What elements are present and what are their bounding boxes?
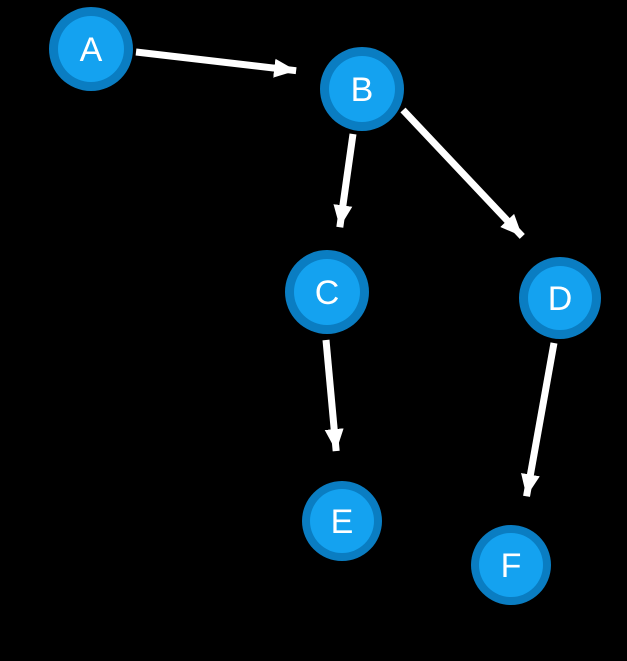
node-B[interactable]: B bbox=[320, 47, 404, 131]
edge-B-C bbox=[333, 133, 357, 228]
node-layer: A B C D E F bbox=[49, 7, 601, 605]
node-E[interactable]: E bbox=[302, 481, 382, 561]
edge-layer bbox=[135, 48, 558, 497]
node-B-body bbox=[329, 56, 395, 122]
edge-C-E bbox=[322, 339, 344, 452]
node-C[interactable]: C bbox=[285, 250, 369, 334]
node-D-body bbox=[528, 266, 592, 330]
node-A[interactable]: A bbox=[49, 7, 133, 91]
node-D[interactable]: D bbox=[519, 257, 601, 339]
node-F[interactable]: F bbox=[471, 525, 551, 605]
edge-A-B bbox=[135, 48, 297, 78]
node-F-body bbox=[479, 533, 543, 597]
edge-D-F bbox=[521, 342, 558, 497]
node-E-body bbox=[310, 489, 374, 553]
edge-B-D bbox=[400, 107, 525, 239]
node-C-body bbox=[294, 259, 360, 325]
node-A-body bbox=[58, 16, 124, 82]
